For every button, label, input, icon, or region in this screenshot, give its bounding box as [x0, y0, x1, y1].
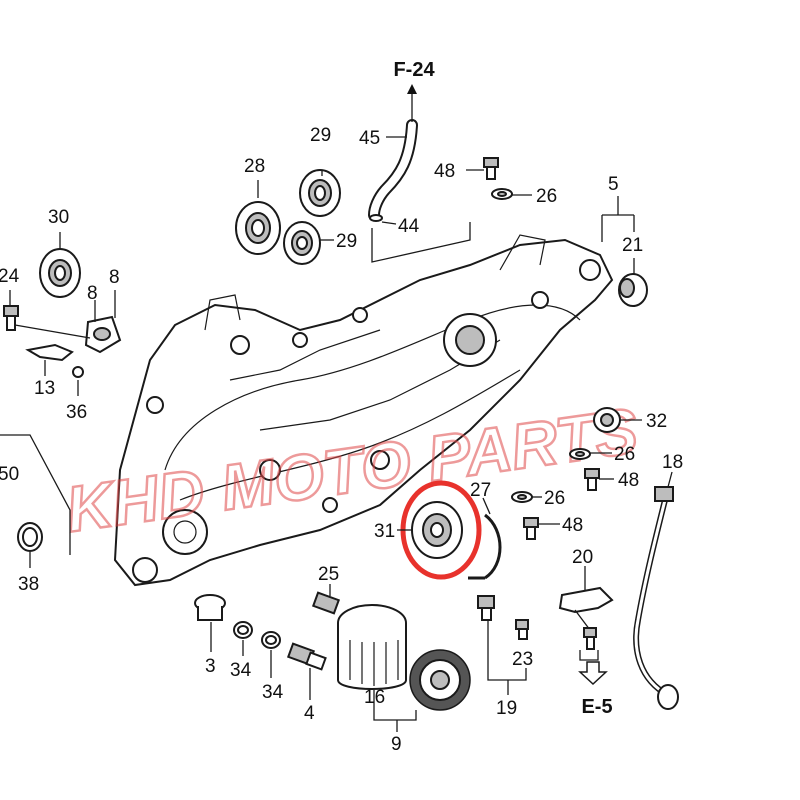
- breather-hose-45: [368, 84, 418, 222]
- oring-27: [468, 513, 502, 580]
- callout-44: 44: [398, 216, 420, 237]
- callout-26b: 26: [614, 444, 635, 465]
- callout-45: 45: [359, 128, 380, 149]
- callout-48b: 48: [618, 470, 639, 491]
- collar-3: [194, 594, 226, 621]
- bearing-30: [39, 248, 81, 298]
- bearing-28: [235, 201, 281, 255]
- callout-3: 3: [205, 656, 216, 677]
- callout-23: 23: [512, 649, 533, 670]
- callout-50: 50: [0, 464, 19, 485]
- crankcase: [113, 234, 614, 587]
- oring-34a: [233, 621, 253, 639]
- callout-18: 18: [662, 452, 683, 473]
- callout-8b: 8: [109, 267, 120, 288]
- callout-34b: 34: [262, 682, 284, 703]
- callout-16: 16: [364, 687, 385, 708]
- callout-4: 4: [304, 703, 315, 724]
- bearing-shell-8: [84, 315, 122, 354]
- oring-38: [17, 522, 43, 552]
- bearing-29b: [283, 221, 321, 265]
- callout-32: 32: [646, 411, 667, 432]
- oil-seal-31: [411, 501, 463, 559]
- bearing-32: [593, 407, 621, 433]
- callout-30: 30: [48, 207, 69, 228]
- clamp-13: [25, 343, 74, 362]
- bolt-48c: [523, 517, 539, 540]
- callout-29a: 29: [310, 125, 331, 146]
- bolt-23: [515, 619, 529, 640]
- bearing-29a: [299, 169, 341, 217]
- stud-4: [286, 642, 327, 671]
- sensor-19: [477, 595, 495, 621]
- cable-18: [633, 486, 679, 710]
- callout-9: 9: [391, 734, 402, 755]
- callout-5: 5: [608, 174, 619, 195]
- callout-13: 13: [34, 378, 55, 399]
- bolt-48a: [483, 157, 499, 180]
- ref-top: F-24: [393, 59, 435, 81]
- callout-31: 31: [374, 521, 395, 542]
- callout-25: 25: [318, 564, 339, 585]
- washer-26a: [491, 188, 513, 200]
- bolt-48b: [584, 468, 600, 491]
- dowel-21: [618, 273, 648, 307]
- callout-24: 24: [0, 266, 20, 287]
- callout-8a: 8: [87, 283, 98, 304]
- oil-filter-16: [337, 604, 407, 690]
- oring-36: [72, 366, 84, 378]
- oring-34b: [261, 631, 281, 649]
- callout-26c: 26: [544, 488, 565, 509]
- bracket-20: [558, 586, 614, 650]
- ref-bottom: E-5: [581, 696, 612, 718]
- callout-38: 38: [18, 574, 39, 595]
- callout-27: 27: [470, 480, 491, 501]
- washer-26b: [569, 448, 591, 460]
- callouts: 45 48 26 44 29 29 28 30 24 8 8 13 36 50 …: [0, 125, 683, 755]
- callout-21: 21: [622, 235, 643, 256]
- callout-26a: 26: [536, 186, 557, 207]
- callout-19: 19: [496, 698, 517, 719]
- callout-29b: 29: [336, 231, 357, 252]
- callout-34a: 34: [230, 660, 252, 681]
- leader-lines: [0, 136, 673, 732]
- fitting-25: [311, 591, 341, 615]
- callout-36: 36: [66, 402, 87, 423]
- callout-20: 20: [572, 547, 593, 568]
- callout-48c: 48: [562, 515, 583, 536]
- callout-28: 28: [244, 156, 265, 177]
- callout-48a: 48: [434, 161, 455, 182]
- washer-26c: [511, 491, 533, 503]
- oil-filter-9: [409, 649, 471, 711]
- bolt-24: [3, 305, 19, 331]
